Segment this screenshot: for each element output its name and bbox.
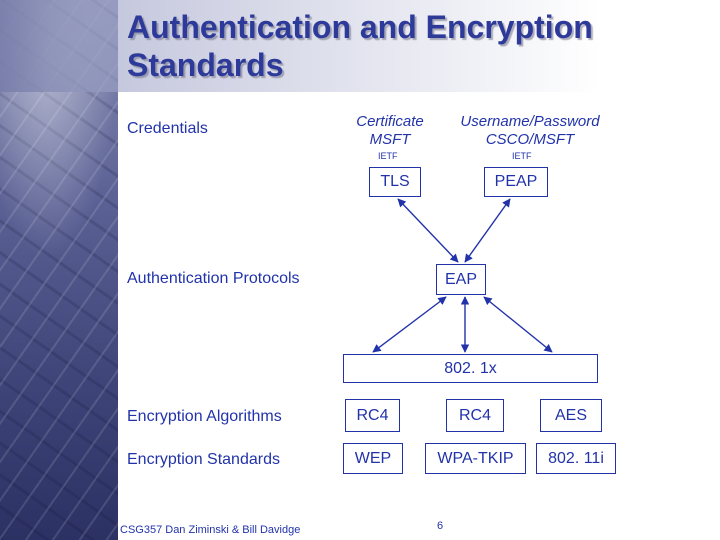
arrow-eap-right — [483, 296, 553, 353]
footer-credit: CSG357 Dan Ziminski & Bill Davidge — [120, 524, 301, 536]
dot1x-box: 802. 1x — [343, 354, 598, 383]
userpass-vendor: CSCO/MSFT — [485, 131, 575, 148]
standard-80211i: 802. 11i — [536, 443, 616, 474]
tls-box: TLS — [369, 167, 421, 197]
title-band — [0, 0, 600, 92]
arrow-tls-eap — [397, 198, 459, 263]
title-line-2: Standards — [127, 47, 284, 83]
algorithm-rc4-1: RC4 — [345, 399, 400, 432]
certificate-credential: Certificate MSFT — [340, 113, 440, 149]
label-encryption-algorithms: Encryption Algorithms — [127, 408, 282, 425]
arrow-peap-eap — [464, 198, 511, 263]
arrow-eap-left — [372, 296, 447, 353]
label-encryption-standards: Encryption Standards — [127, 451, 280, 468]
label-auth-protocols: Authentication Protocols — [127, 270, 300, 287]
certificate-label: Certificate — [356, 113, 424, 130]
standard-wpa-tkip: WPA-TKIP — [425, 443, 526, 474]
eap-box: EAP — [436, 264, 486, 295]
page-number: 6 — [437, 520, 444, 532]
standard-wep: WEP — [343, 443, 403, 474]
title-line-1: Authentication and Encryption — [127, 9, 593, 45]
userpass-credential: Username/Password CSCO/MSFT — [450, 113, 610, 149]
algorithm-aes: AES — [540, 399, 602, 432]
userpass-org: IETF — [512, 151, 532, 161]
certificate-org: IETF — [378, 151, 398, 161]
slide-title: Authentication and Encryption Standards — [127, 8, 593, 84]
certificate-vendor: MSFT — [369, 131, 411, 148]
userpass-label: Username/Password — [460, 113, 600, 130]
label-credentials: Credentials — [127, 120, 208, 137]
peap-box: PEAP — [484, 167, 548, 197]
algorithm-rc4-2: RC4 — [446, 399, 504, 432]
